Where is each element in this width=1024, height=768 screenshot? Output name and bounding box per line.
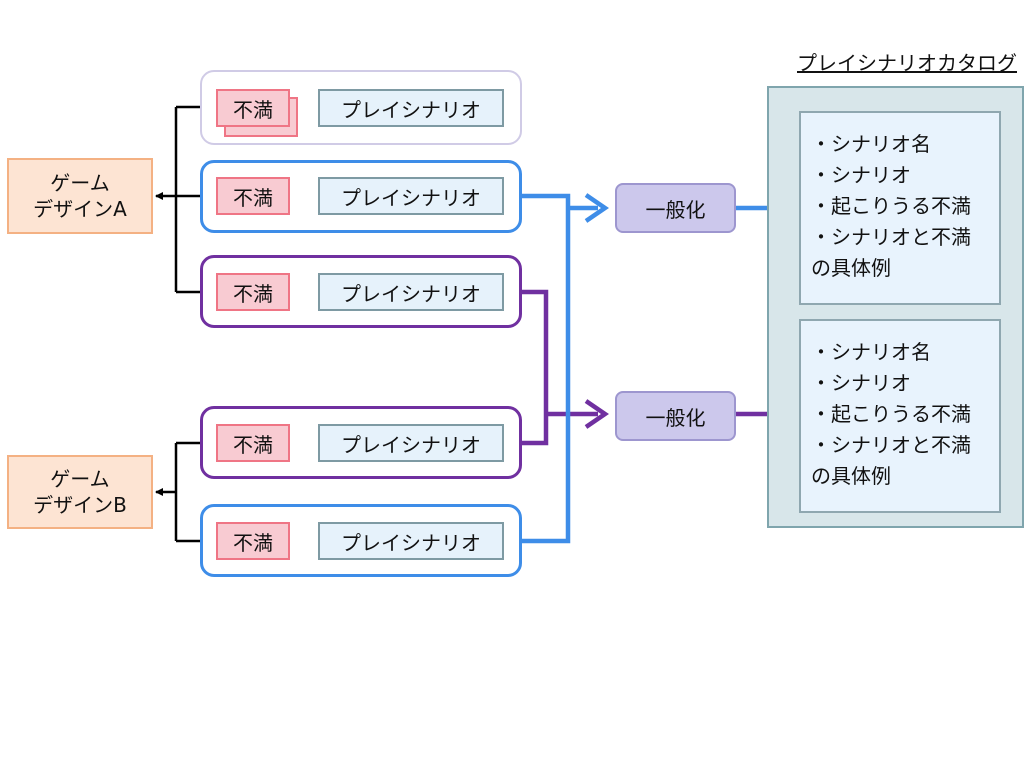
- entry-2-line-5: の具体例: [811, 464, 891, 488]
- fuman-box-1: 不満: [216, 89, 290, 127]
- fuman-box-3: 不満: [216, 273, 290, 311]
- design-a-bracket: [155, 105, 204, 294]
- game-design-a-line1: ゲーム: [50, 171, 110, 195]
- entry-1-line-5: の具体例: [811, 256, 891, 280]
- fuman-box-2: 不満: [216, 177, 290, 215]
- game-design-b-line1: ゲーム: [50, 467, 110, 491]
- entry-1-line-2: ・シナリオ: [811, 163, 911, 187]
- play-scenario-box-2: プレイシナリオ: [318, 177, 504, 215]
- play-scenario-box-1: プレイシナリオ: [318, 89, 504, 127]
- entry-2-line-3: ・起こりうる不満: [811, 402, 971, 426]
- fuman-box-5: 不満: [216, 522, 290, 560]
- game-design-b-line2: デザインB: [33, 493, 127, 517]
- entry-1-line-1: ・シナリオ名: [811, 132, 931, 156]
- blue-flow: [520, 193, 799, 544]
- entry-2-line-4: ・シナリオと不満: [811, 433, 971, 457]
- design-b-bracket: [155, 441, 204, 543]
- catalog-title: プレイシナリオカタログ: [797, 51, 1017, 75]
- entry-1-line-4: ・シナリオと不満: [811, 225, 971, 249]
- play-scenario-box-4: プレイシナリオ: [318, 424, 504, 462]
- catalog-entry-2: ・シナリオ名 ・シナリオ ・起こりうる不満 ・シナリオと不満 の具体例: [799, 319, 1001, 513]
- catalog-entry-1: ・シナリオ名 ・シナリオ ・起こりうる不満 ・シナリオと不満 の具体例: [799, 111, 1001, 305]
- game-design-a: ゲーム デザインA: [7, 158, 153, 234]
- play-scenario-box-3: プレイシナリオ: [318, 273, 504, 311]
- entry-2-line-1: ・シナリオ名: [811, 340, 931, 364]
- play-scenario-box-5: プレイシナリオ: [318, 522, 504, 560]
- generalize-box-1: 一般化: [615, 183, 736, 233]
- game-design-b: ゲーム デザインB: [7, 455, 153, 529]
- entry-2-line-2: ・シナリオ: [811, 371, 911, 395]
- entry-1-line-3: ・起こりうる不満: [811, 194, 971, 218]
- game-design-a-line2: デザインA: [33, 197, 127, 221]
- generalize-box-2: 一般化: [615, 391, 736, 441]
- fuman-box-4: 不満: [216, 424, 290, 462]
